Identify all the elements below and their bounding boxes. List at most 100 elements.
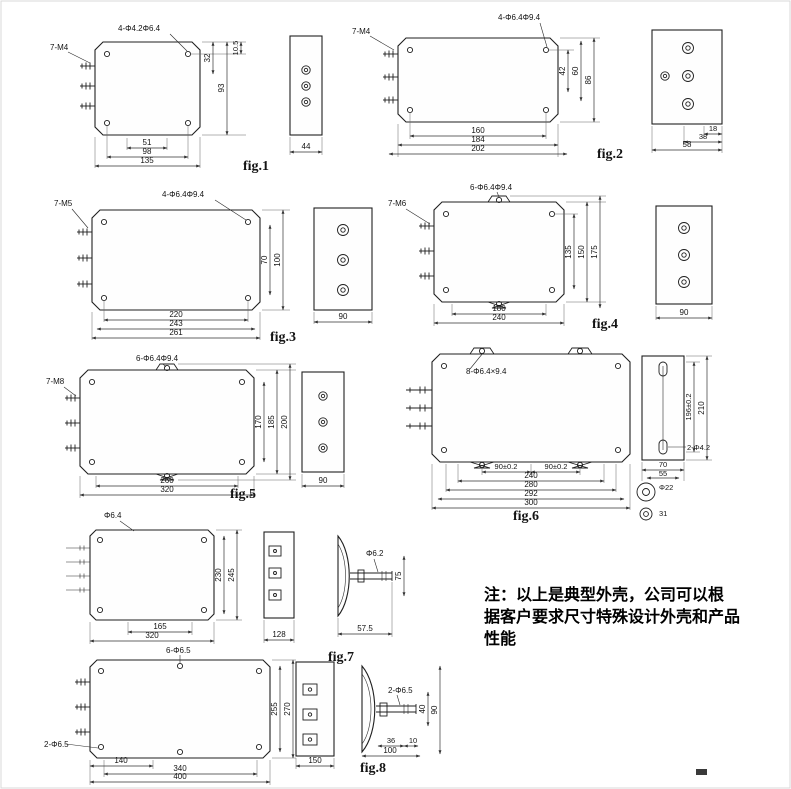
detail-dim-label: 31 — [659, 509, 667, 518]
dim-label: 18 — [709, 124, 717, 133]
dim-label: 98 — [143, 147, 152, 156]
fig1-side-view: 44 — [289, 35, 323, 155]
dim-label: 220 — [169, 310, 183, 319]
dim-label: 320 — [145, 631, 159, 640]
stud-spec-label: Φ6.2 — [366, 549, 384, 558]
fig2-dimensions: 42 60 86 160 184 202 — [388, 37, 600, 157]
fig5-dimensions: 170 185 200 260 320 — [79, 363, 296, 498]
dim-label: 184 — [471, 135, 485, 144]
fig7-dome-view: Φ6.2 75 57.5 — [337, 534, 406, 637]
dim-label: 140 — [114, 756, 128, 765]
fig3-dimensions: 70 100 220 243 261 — [91, 209, 290, 340]
dim-label: 300 — [524, 498, 538, 507]
fig-caption: fig.4 — [592, 317, 618, 332]
dim-label: 261 — [169, 328, 183, 337]
fig5-side-view: 90 — [301, 371, 345, 488]
dim-label: 400 — [173, 772, 187, 781]
corner-spec-label: 2-Φ6.5 — [44, 740, 69, 749]
dim-label: 243 — [169, 319, 183, 328]
dim-label: 185 — [267, 415, 276, 429]
fig-caption: fig.1 — [243, 159, 269, 174]
dim-label: 200 — [280, 415, 289, 429]
fig3-side-view: 90 — [313, 207, 373, 324]
dim-label: 75 — [394, 571, 403, 580]
dim-label: 100 — [273, 253, 282, 267]
dim-label: 245 — [227, 568, 236, 582]
dim-label: 128 — [272, 630, 286, 639]
dim-label: 40 — [418, 704, 427, 713]
dim-label: 210 — [697, 401, 706, 415]
hole-spec-label: Φ6.4 — [104, 511, 122, 520]
dim-label: 10.5 — [231, 41, 240, 56]
fig7-side-view: 128 — [263, 531, 295, 643]
dim-label: 255 — [270, 702, 279, 716]
fig6-detail-views: Φ22 31 — [636, 482, 673, 521]
figure-2: 7-M4 4-Φ6.4Φ9.4 42 60 86 160 184 202 — [352, 13, 723, 162]
figure-7: Φ6.4 230 245 165 320 128 — [65, 511, 406, 665]
figure-6: 8-Φ6.4×9.4 90±0.2 90±0.2 240 280 292 300 — [405, 347, 712, 524]
fig8-dimensions: 255 270 140 340 400 — [89, 659, 296, 785]
dim-label: 55 — [659, 469, 667, 478]
hole-spec-label: 8-Φ6.4×9.4 — [466, 367, 507, 376]
dim-label: 280 — [524, 480, 538, 489]
dim-label: 340 — [173, 764, 187, 773]
fig4-side-view: 90 — [655, 205, 713, 320]
dim-label: 150 — [308, 756, 322, 765]
fig-caption: fig.3 — [270, 330, 296, 345]
dim-label: 90 — [319, 476, 328, 485]
fig6-front-view: 8-Φ6.4×9.4 — [405, 347, 631, 469]
dim-label: 196±0.2 — [684, 393, 693, 420]
fig7-dimensions: 230 245 165 320 — [89, 529, 242, 644]
figure-1: 7-M4 4-Φ4.2Φ6.4 32 93 10.5 51 98 135 — [50, 24, 323, 174]
dim-label: 42 — [558, 66, 567, 75]
hole-spec-label: 4-Φ4.2Φ6.4 — [118, 24, 161, 33]
fig8-dome-view: 2-Φ6.5 36 10 100 40 90 — [361, 664, 442, 758]
scan-mark — [696, 769, 707, 775]
note-line: 性能 — [484, 629, 516, 648]
detail-dim-label: Φ22 — [659, 483, 673, 492]
dim-label: 44 — [302, 142, 311, 151]
dim-label: 150 — [577, 245, 586, 259]
dim-label: 202 — [471, 144, 485, 153]
dim-label: 180 — [492, 304, 506, 313]
dim-label: 175 — [590, 245, 599, 259]
fig-caption: fig.7 — [328, 650, 354, 665]
fig3-front-view: 7-M5 4-Φ6.4Φ9.4 — [54, 190, 261, 311]
dim-label: 70 — [260, 255, 269, 264]
figure-4: 7-M6 6-Φ6.4Φ9.4 135 150 175 180 240 — [388, 183, 713, 332]
dim-label: 70 — [659, 460, 667, 469]
dim-label: 93 — [217, 83, 226, 92]
note-line: 据客户要求尺寸特殊设计外壳和产品 — [484, 607, 740, 626]
dim-label: 135 — [140, 156, 154, 165]
dim-label: 86 — [584, 75, 593, 84]
dim-label: 38 — [699, 132, 707, 141]
dim-label: 90 — [680, 308, 689, 317]
fig4-front-view: 7-M6 6-Φ6.4Φ9.4 — [388, 183, 565, 309]
dim-label: 60 — [571, 66, 580, 75]
hole-spec-label: 6-Φ6.4Φ9.4 — [470, 183, 513, 192]
dim-label: 32 — [203, 53, 212, 62]
fig-caption: fig.5 — [230, 487, 256, 502]
hole-spec-label: 6-Φ6.5 — [166, 646, 191, 655]
fig1-front-view: 7-M4 4-Φ4.2Φ6.4 — [50, 24, 201, 136]
dim-label: 165 — [153, 622, 167, 631]
fig4-dimensions: 135 150 175 180 240 — [433, 195, 606, 326]
dim-label: 160 — [471, 126, 485, 135]
dim-label: 51 — [143, 138, 152, 147]
hole-spec-label: 4-Φ6.4Φ9.4 — [498, 13, 541, 22]
dim-label: 57.5 — [357, 624, 373, 633]
terminal-spec-label: 7-M5 — [54, 199, 73, 208]
dim-label: 320 — [160, 485, 174, 494]
figure-8: 6-Φ6.5 2-Φ6.5 255 270 140 340 400 — [44, 646, 442, 785]
dim-label: 240 — [492, 313, 506, 322]
slot-spec-label: 2-Φ4.2 — [687, 443, 710, 452]
dim-label: 90±0.2 — [545, 462, 568, 471]
dim-label: 36 — [387, 736, 395, 745]
dim-label: 270 — [283, 702, 292, 716]
dim-label: 90 — [339, 312, 348, 321]
dim-label: 260 — [160, 476, 174, 485]
fig-caption: fig.2 — [597, 147, 623, 162]
dim-label: 135 — [564, 245, 573, 259]
hole-spec-label: 4-Φ6.4Φ9.4 — [162, 190, 205, 199]
